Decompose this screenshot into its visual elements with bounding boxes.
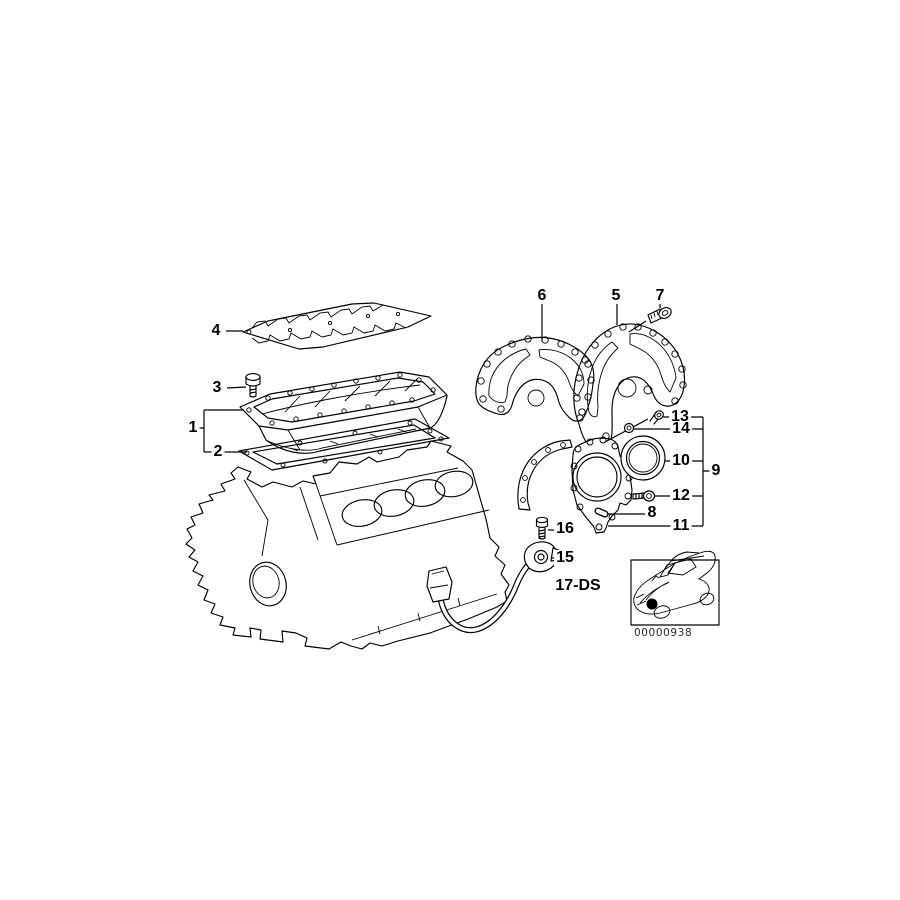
callout-1[interactable]: 1	[186, 419, 200, 436]
callout-2[interactable]: 2	[211, 443, 225, 460]
callout-14[interactable]: 14	[670, 420, 692, 437]
callout-9[interactable]: 9	[709, 462, 723, 479]
oil-pan-part1	[240, 372, 447, 453]
engine-block	[186, 441, 534, 649]
washer-part14	[625, 424, 634, 433]
seal-ring-part10	[621, 436, 665, 480]
callout-12[interactable]: 12	[670, 487, 692, 504]
location-dot	[646, 598, 658, 610]
rear-seal-group	[518, 409, 665, 533]
cable-connector	[427, 567, 452, 602]
callout-15[interactable]: 15	[554, 549, 576, 566]
section-label: 17-DS	[555, 577, 601, 594]
bolt-part13	[650, 409, 665, 424]
callout-6[interactable]: 6	[535, 287, 549, 304]
callout-3[interactable]: 3	[210, 379, 224, 396]
sensor-bolt-part16	[537, 517, 548, 539]
timing-bolt-part7	[648, 305, 673, 323]
callout-7[interactable]: 7	[653, 287, 667, 304]
oil-pan-gasket-part2	[239, 419, 449, 470]
dowel-part8	[598, 511, 605, 514]
callout-16[interactable]: 16	[554, 520, 576, 537]
callout-11[interactable]: 11	[670, 517, 692, 534]
pan-bolt-part3	[246, 374, 260, 397]
callout-10[interactable]: 10	[670, 452, 692, 469]
baffle-plate-part4	[243, 303, 431, 349]
seal-housing-part11	[571, 437, 632, 533]
bolt-part12	[633, 491, 655, 501]
callout-5[interactable]: 5	[609, 287, 623, 304]
car-thumbnail	[631, 551, 719, 625]
diagram-code: 00000938	[634, 627, 693, 639]
car-sketch	[634, 551, 716, 620]
callout-8[interactable]: 8	[645, 504, 659, 521]
callout-4[interactable]: 4	[209, 322, 223, 339]
